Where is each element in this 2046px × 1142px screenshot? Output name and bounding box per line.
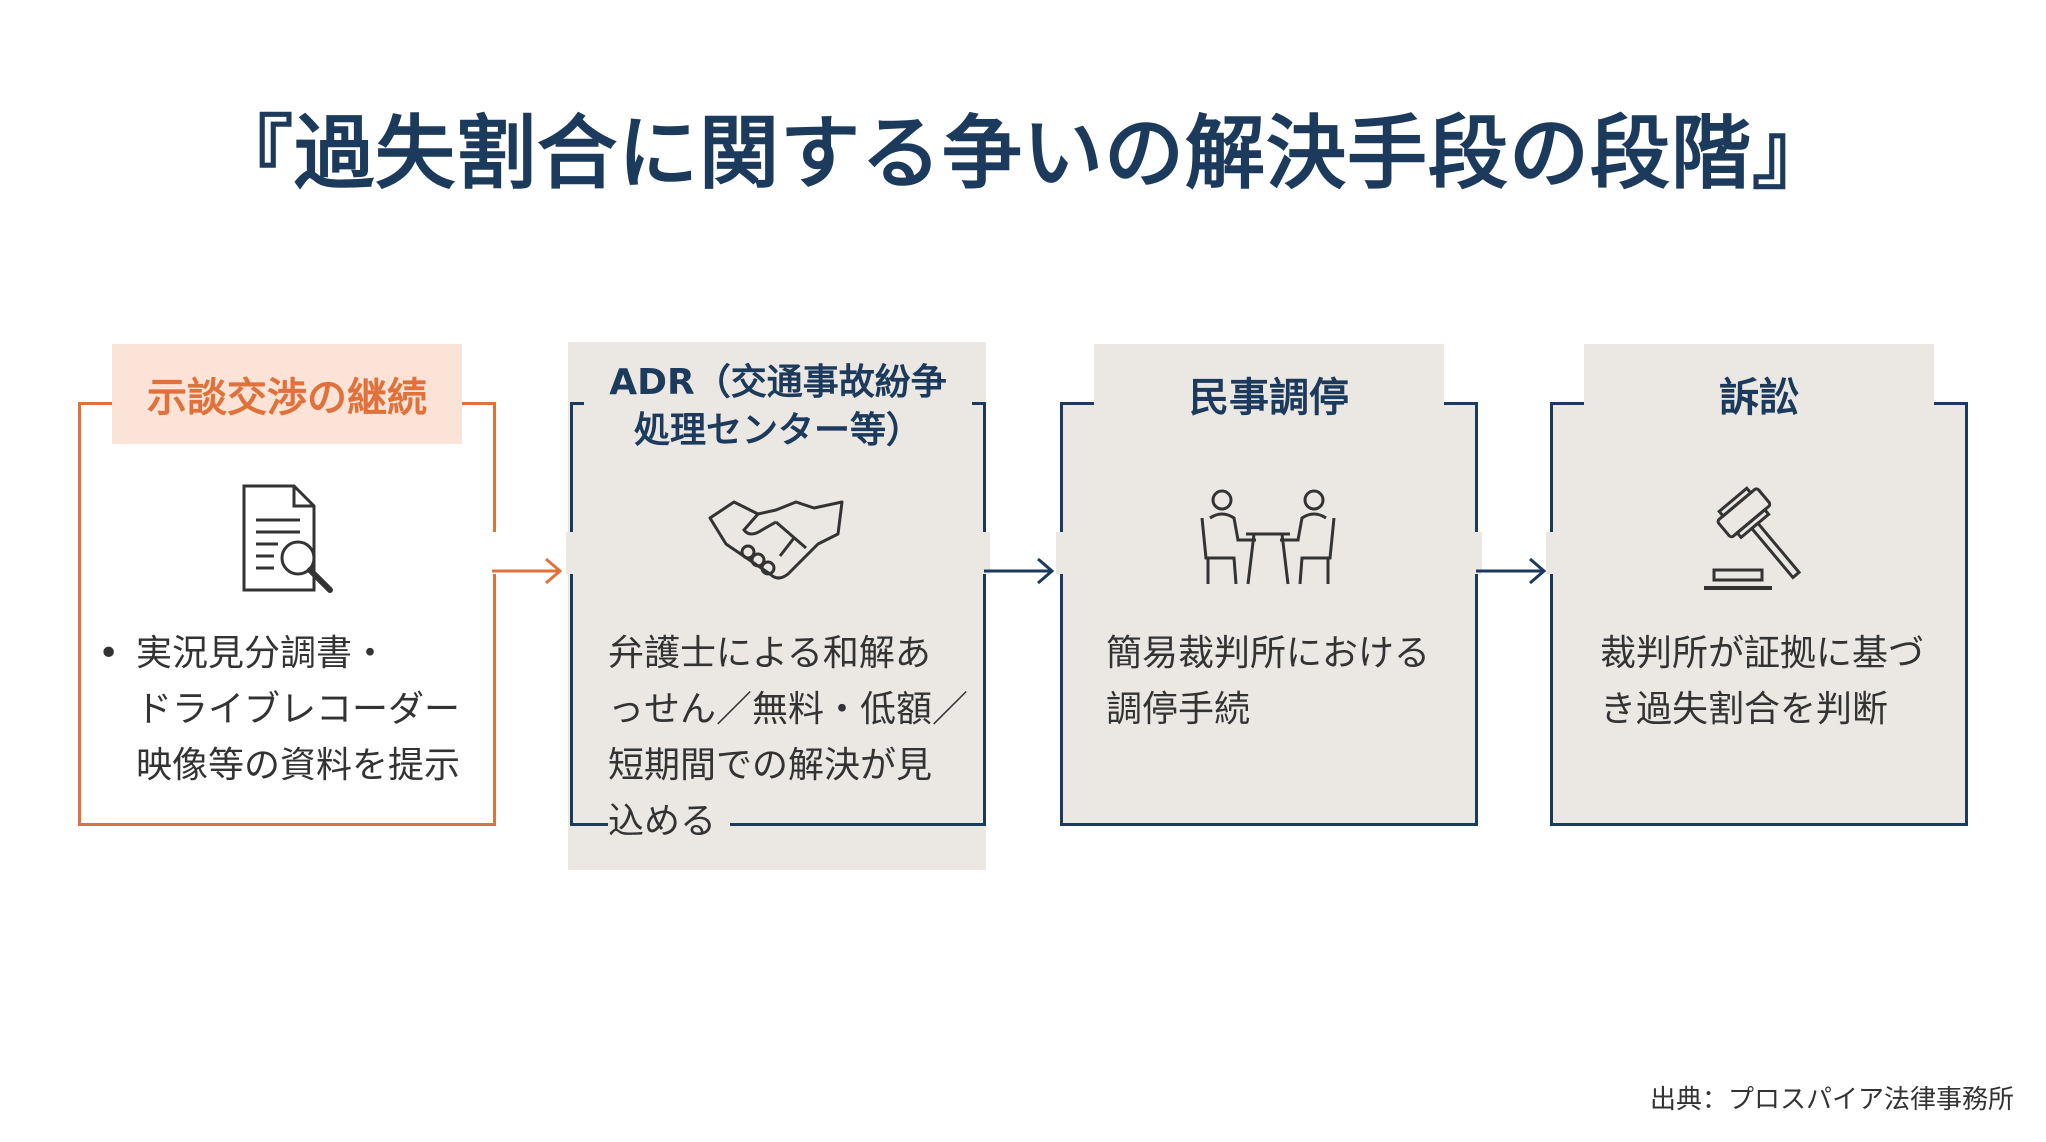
body-line: っせん／無料・低額／ bbox=[608, 689, 969, 730]
arrow-right-icon bbox=[492, 557, 563, 585]
stage-body: • 実況見分調書・ ドライブレコーダー 映像等の資料を提示 bbox=[94, 626, 484, 794]
document-search-icon bbox=[242, 484, 333, 593]
frame-gap bbox=[1056, 532, 1066, 574]
stage-body: 裁判所が証拠に基づ き過失割合を判断 bbox=[1600, 626, 1966, 738]
stage-heading: ADR（交通事故紛争 処理センター等） bbox=[584, 344, 972, 470]
stage-heading: 民事調停 bbox=[1094, 344, 1444, 444]
stage-adr: ADR（交通事故紛争 処理センター等） 弁護士による和解あ っせん／無料・低額／… bbox=[566, 342, 990, 870]
frame-gap bbox=[566, 532, 576, 574]
stage-frame bbox=[1550, 402, 1968, 826]
body-line: 短期間での解決が見 bbox=[608, 745, 933, 786]
meeting-icon bbox=[1200, 489, 1336, 585]
stage-frame bbox=[1060, 402, 1478, 826]
body-line: 弁護士による和解あ bbox=[608, 633, 931, 674]
stage-lawsuit: 訴訟 裁判所が証拠に基づ き過失割合を判断 bbox=[1546, 344, 1968, 826]
page-title: 『過失割合に関する争いの解決手段の段階』 bbox=[213, 107, 1833, 200]
bullet: • bbox=[98, 633, 120, 674]
stage-heading: 示談交渉の継続 bbox=[112, 344, 462, 444]
stage-body: 簡易裁判所における 調停手続 bbox=[1106, 626, 1476, 738]
frame-gap bbox=[490, 532, 500, 574]
body-line: 込める bbox=[608, 794, 731, 850]
frame-gap bbox=[1546, 532, 1556, 574]
frame-gap bbox=[980, 532, 990, 574]
stage-heading: 訴訟 bbox=[1584, 344, 1934, 444]
frame-gap bbox=[1472, 532, 1482, 574]
body-line: 簡易裁判所における bbox=[1106, 633, 1431, 674]
handshake-icon bbox=[708, 500, 844, 580]
stage-negotiation: 示談交渉の継続 • 実況見分調書・ ドライブレコーダー 映像等の資料を提示 bbox=[78, 344, 500, 826]
gavel-icon bbox=[1704, 486, 1802, 590]
body-line: き過失割合を判断 bbox=[1600, 689, 1889, 730]
body-line: 裁判所が証拠に基づ bbox=[1600, 633, 1925, 674]
stage-panel bbox=[1550, 402, 1968, 826]
body-line: ドライブレコーダー bbox=[136, 689, 461, 730]
body-line: 調停手続 bbox=[1106, 689, 1251, 730]
body-line: 映像等の資料を提示 bbox=[136, 745, 461, 786]
stage-civil-mediation: 民事調停 簡易裁判所における 調停手続 bbox=[1056, 344, 1482, 826]
body-line: 実況見分調書・ bbox=[136, 633, 389, 674]
stage-panel bbox=[1060, 402, 1478, 826]
arrow-right-icon bbox=[1476, 557, 1547, 585]
arrow-right-icon bbox=[984, 557, 1055, 585]
source-credit: 出典：プロスパイア法律事務所 bbox=[1649, 1085, 2014, 1115]
stage-body: 弁護士による和解あ っせん／無料・低額／ 短期間での解決が見 込める bbox=[608, 626, 988, 850]
